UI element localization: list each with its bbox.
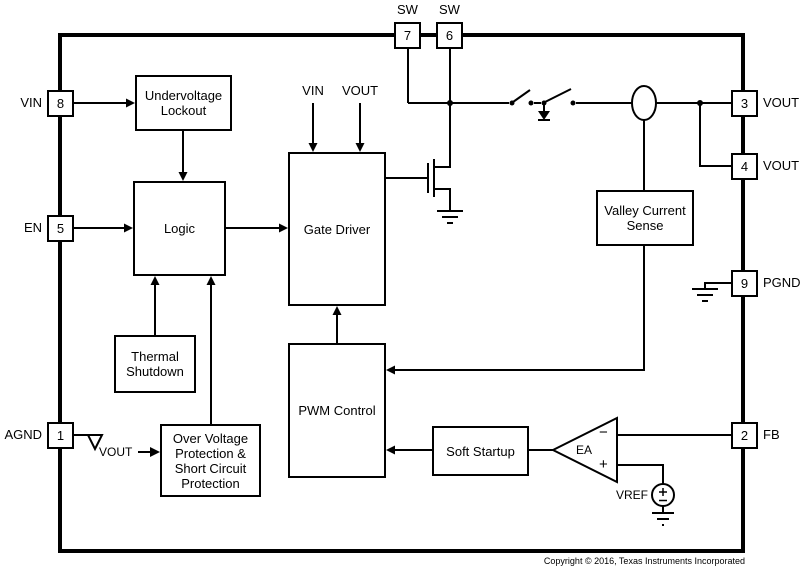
uvlo-label: Undervoltage Lockout	[144, 88, 223, 118]
error-amplifier-triangle	[550, 416, 618, 484]
valley-current-sense-block: Valley Current Sense	[596, 190, 694, 246]
pin-1-agnd: 1	[47, 422, 74, 449]
pin-7-label: SW	[397, 2, 418, 17]
error-amp-label: EA	[576, 443, 593, 457]
pin-7-sw: 7	[394, 22, 421, 49]
pwm-control-block: PWM Control	[288, 343, 386, 478]
thermal-shutdown-block: Thermal Shutdown	[114, 335, 196, 393]
soft-startup-block: Soft Startup	[432, 426, 529, 476]
pin-8-number: 8	[56, 96, 65, 111]
pin-5-en: 5	[47, 215, 74, 242]
pin-6-number: 6	[445, 28, 454, 43]
pin-3-label: VOUT	[763, 95, 800, 110]
vref-source-icon	[651, 483, 675, 526]
vout-feedback-label: VOUT	[99, 445, 133, 459]
uvlo-block: Undervoltage Lockout	[135, 75, 232, 131]
logic-block: Logic	[133, 181, 226, 276]
agnd-ground-icon	[86, 434, 104, 452]
pin-9-number: 9	[740, 276, 749, 291]
pin-8-label: VIN	[20, 95, 42, 110]
ea-inverting-input-sign: −	[599, 424, 608, 441]
thermal-shutdown-label: Thermal Shutdown	[126, 349, 184, 379]
body-diode-icon	[538, 105, 550, 121]
logic-label: Logic	[163, 221, 196, 236]
pin-3-number: 3	[740, 96, 749, 111]
ovp-block: Over Voltage Protection & Short Circuit …	[160, 424, 261, 497]
pin-6-sw: 6	[436, 22, 463, 49]
pin-5-number: 5	[56, 221, 65, 236]
pin-1-number: 1	[56, 428, 65, 443]
current-sense-ellipse	[631, 85, 657, 121]
wires	[74, 49, 731, 513]
pin-2-label: FB	[763, 427, 780, 442]
pin-2-fb: 2	[731, 422, 758, 449]
switch-icons	[509, 88, 576, 106]
pin-4-vout: 4	[731, 153, 758, 180]
gate-driver-label: Gate Driver	[303, 221, 371, 237]
vin-supply-label: VIN	[302, 83, 324, 98]
pin-4-number: 4	[740, 159, 749, 174]
vout-supply-label: VOUT	[341, 83, 379, 98]
pin-4-label: VOUT	[763, 158, 800, 173]
valley-current-sense-label: Valley Current Sense	[604, 203, 686, 233]
pin-5-label: EN	[23, 220, 42, 235]
gate-driver-block: Gate Driver	[288, 152, 386, 306]
copyright-text: Copyright © 2016, Texas Instruments Inco…	[543, 556, 745, 566]
junction-dots	[447, 100, 703, 106]
ovp-label: Over Voltage Protection & Short Circuit …	[172, 430, 249, 491]
pin-6-label: SW	[439, 2, 460, 17]
pin-3-vout: 3	[731, 90, 758, 117]
mosfet-icon	[427, 159, 463, 224]
soft-startup-label: Soft Startup	[446, 443, 515, 459]
pin-2-number: 2	[740, 428, 749, 443]
pin-9-label: PGND	[763, 275, 801, 290]
pin-9-pgnd: 9	[731, 270, 758, 297]
pwm-control-label: PWM Control	[298, 403, 376, 418]
pgnd-ground-icon	[692, 288, 718, 302]
vref-label: VREF	[615, 488, 648, 502]
pin-1-label: AGND	[4, 427, 42, 442]
ea-noninverting-input-sign: +	[599, 456, 608, 473]
arrowheads	[124, 98, 395, 457]
pin-7-number: 7	[403, 28, 412, 43]
pin-8-vin: 8	[47, 90, 74, 117]
